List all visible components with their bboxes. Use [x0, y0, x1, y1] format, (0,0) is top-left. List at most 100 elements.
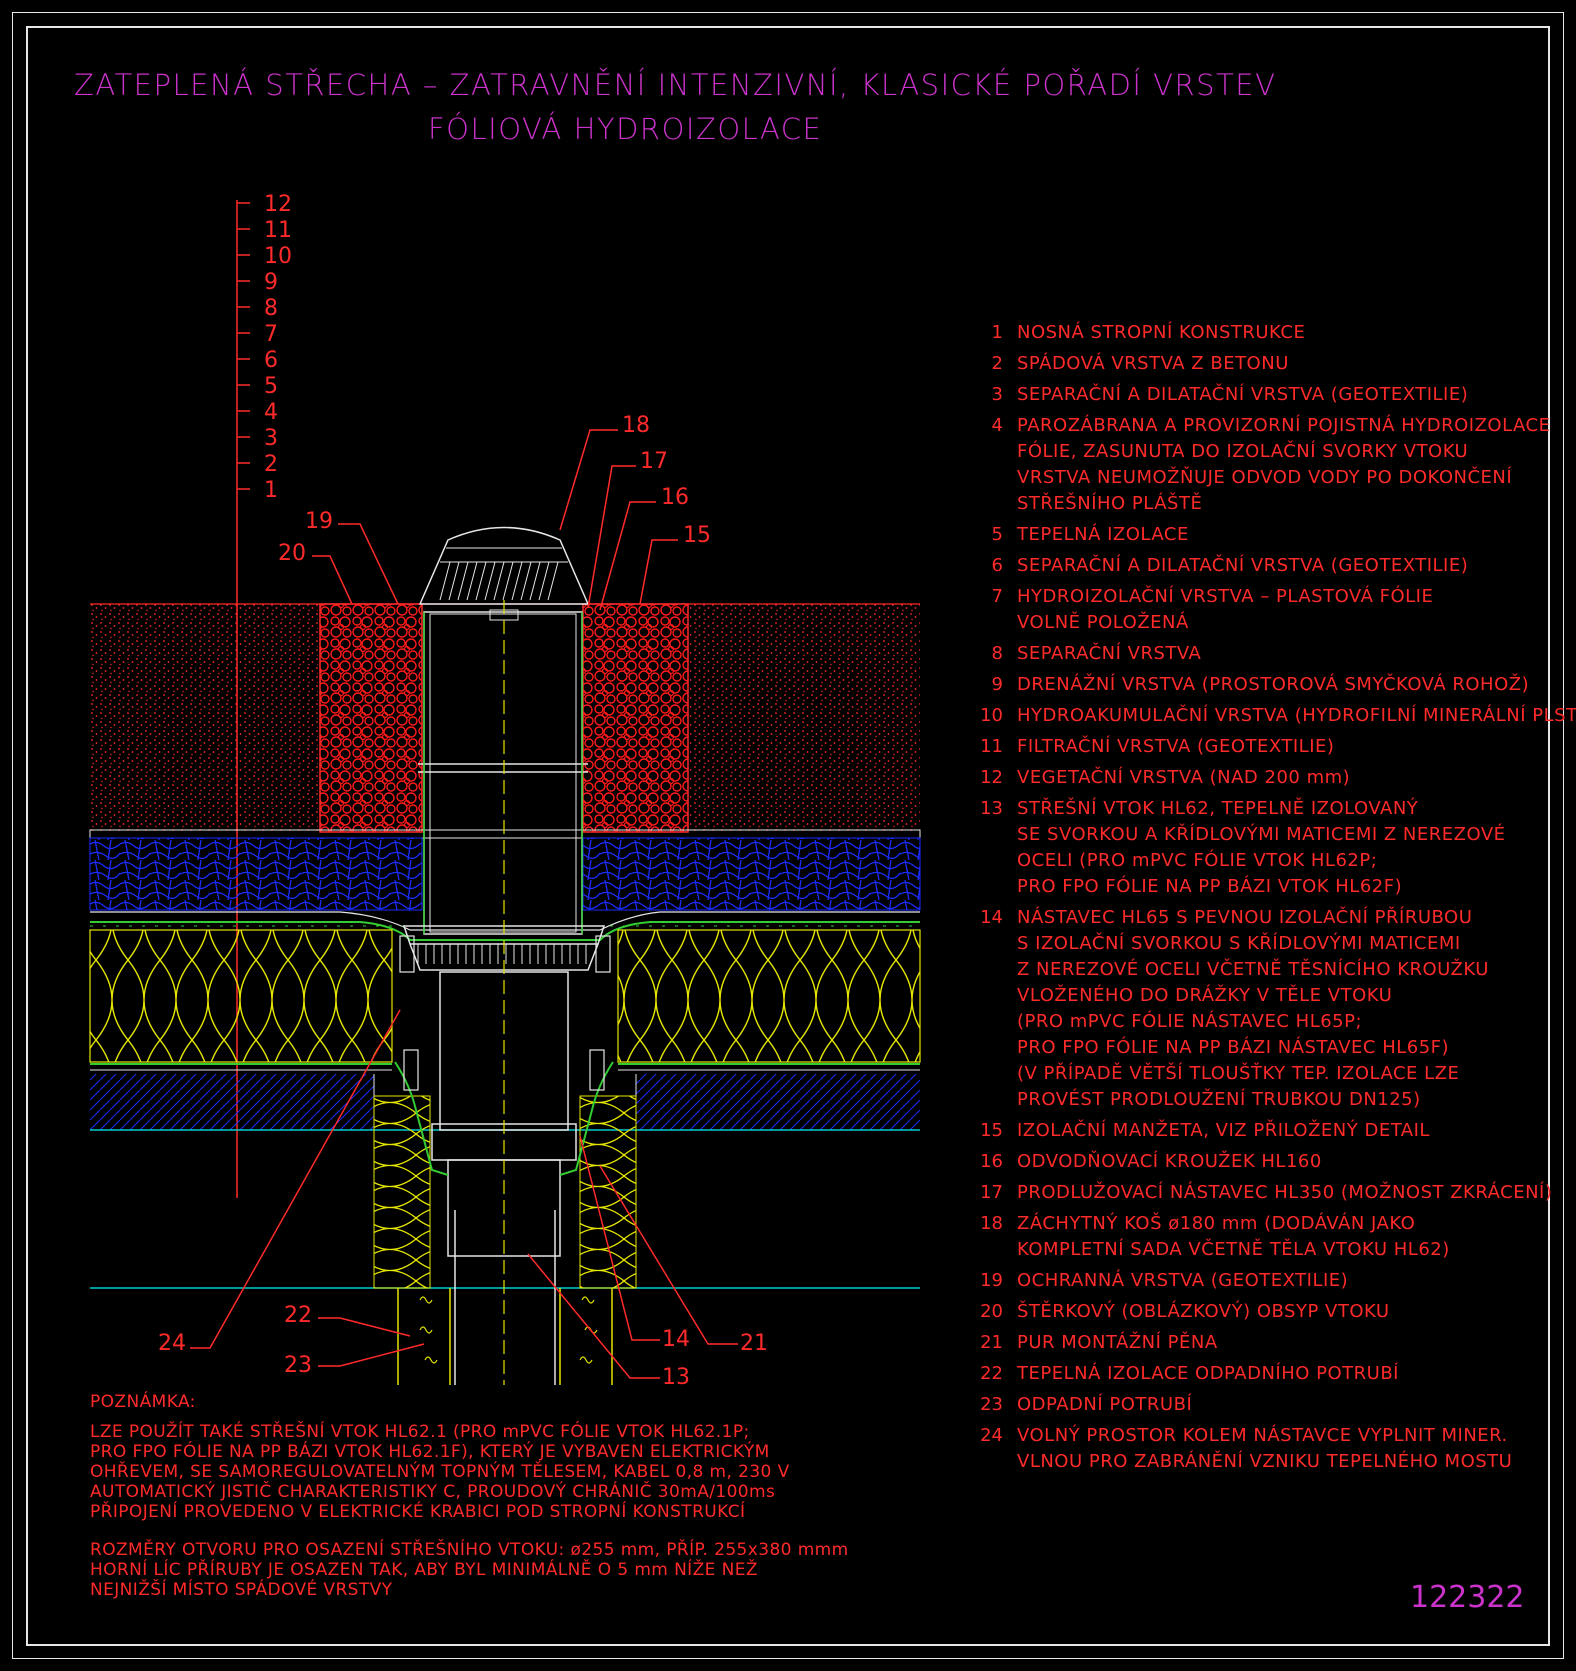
legend-text: (V PŘÍPADĚ VĚTŠÍ TLOUŠŤKY TEP. IZOLACE L…: [1017, 1063, 1460, 1084]
legend-text: OCHRANNÁ VRSTVA (GEOTEXTILIE): [1017, 1270, 1349, 1291]
legend-item-18: 18 ZÁCHYTNÝ KOŠ ø180 mm (DODÁVÁN JAKO KOMP…: [975, 1211, 1555, 1263]
legend-text: PUR MONTÁŽNÍ PĚNA: [1017, 1332, 1218, 1353]
layer-legend: 1 NOSNÁ STROPNÍ KONSTRUKCE 2 SPÁDOVÁ VRSTVA…: [975, 320, 1576, 1480]
drawing-subtitle: FÓLIOVÁ HYDROIZOLACE: [428, 112, 823, 146]
legend-text: ZÁCHYTNÝ KOŠ ø180 mm (DODÁVÁN JAKO: [1017, 1213, 1416, 1234]
callout-23: 23: [284, 1353, 312, 1378]
legend-number: 13: [980, 798, 1003, 819]
legend-number: 8: [991, 643, 1003, 664]
outer-frame: [12, 12, 1564, 1659]
legend-text: FÓLIE, ZASUNUTA DO IZOLAČNÍ SVORKY VTOKU: [1017, 441, 1469, 462]
legend-text: S IZOLAČNÍ SVORKOU S KŘÍDLOVÝMI MATICEMI: [1017, 933, 1461, 954]
mineral-wool-fill: [373, 1095, 637, 1289]
leaf-guard-dome: [418, 526, 590, 621]
legend-item-4: 4 PAROZÁBRANA A PROVIZORNÍ POJISTNÁ HYDRO…: [975, 413, 1555, 517]
legend-number: 2: [991, 353, 1003, 374]
legend-text: VOLNĚ POLOŽENÁ: [1017, 612, 1189, 633]
legend-text: ŠTĚRKOVÝ (OBLÁZKOVÝ) OBSYP VTOKU: [1017, 1301, 1390, 1322]
note-paragraph-1: LZE POUŽÍT TAKÉ STŘEŠNÍ VTOK HL62.1 (PRO…: [90, 1422, 790, 1522]
legend-text: ODPADNÍ POTRUBÍ: [1017, 1394, 1193, 1415]
inner-frame: [26, 26, 1550, 1646]
legend-text: PRO FPO FÓLIE NA PP BÁZI VTOK HL62F): [1017, 876, 1403, 897]
legend-number: 9: [991, 674, 1003, 695]
legend-number: 17: [980, 1182, 1003, 1203]
legend-number: 18: [980, 1213, 1003, 1234]
thermal-insulation: [89, 929, 921, 1063]
legend-number: 14: [980, 907, 1003, 928]
legend-number: 4: [991, 415, 1003, 436]
legend-item-24: 24 VOLNÝ PROSTOR KOLEM NÁSTAVCE VYPLNIT M…: [975, 1423, 1555, 1475]
waterproofing-membrane: [90, 911, 920, 941]
legend-item-6: 6 SEPARAČNÍ A DILATAČNÍ VRSTVA (GEOTEXTIL…: [975, 553, 1555, 579]
scale-label-4: 4: [264, 400, 278, 425]
legend-number: 24: [980, 1425, 1003, 1446]
callout-20: 20: [278, 541, 306, 566]
legend-text: STŘEŠNÍ VTOK HL62, TEPELNĚ IZOLOVANÝ: [1017, 798, 1419, 819]
scale-label-1: 1: [264, 478, 278, 503]
legend-text: STŘEŠNÍHO PLÁŠTĚ: [1017, 493, 1203, 514]
legend-text: IZOLAČNÍ MANŽETA, VIZ PŘILOŽENÝ DETAIL: [1017, 1120, 1430, 1141]
legend-item-1: 1 NOSNÁ STROPNÍ KONSTRUKCE: [975, 320, 1555, 346]
legend-number: 16: [980, 1151, 1003, 1172]
vapour-barrier: [90, 1063, 920, 1071]
note-paragraph-2: ROZMĚRY OTVORU PRO OSAZENÍ STŘEŠNÍHO VTO…: [90, 1540, 849, 1600]
callout-17: 17: [640, 449, 668, 474]
scale-label-2: 2: [264, 452, 278, 477]
callout-18: 18: [622, 413, 650, 438]
legend-text: VOLNÝ PROSTOR KOLEM NÁSTAVCE VYPLNIT MIN…: [1017, 1425, 1508, 1446]
legend-text: PRO FPO FÓLIE NA PP BÁZI NÁSTAVEC HL65F): [1017, 1037, 1450, 1058]
gravel-surround: [319, 603, 689, 833]
scale-label-3: 3: [264, 426, 278, 451]
legend-text: SPÁDOVÁ VRSTVA Z BETONU: [1017, 353, 1289, 374]
note-line: LZE POUŽÍT TAKÉ STŘEŠNÍ VTOK HL62.1 (PRO…: [90, 1422, 750, 1442]
note-line: OHŘEVEM, SE SAMOREGULOVATELNÝM TOPNÝM TĚ…: [90, 1462, 790, 1482]
legend-number: 3: [991, 384, 1003, 405]
concrete-slab: [90, 1074, 920, 1289]
legend-text: SEPARAČNÍ A DILATAČNÍ VRSTVA (GEOTEXTILI…: [1017, 555, 1469, 576]
scale-label-12: 12: [264, 192, 292, 217]
legend-text: DRENÁŽNÍ VRSTVA (PROSTOROVÁ SMYČKOVÁ ROH…: [1017, 674, 1530, 695]
legend-text: KOMPLETNÍ SADA VČETNĚ TĚLA VTOKU HL62): [1017, 1239, 1450, 1260]
filter-layer: [89, 829, 921, 839]
legend-text: PAROZÁBRANA A PROVIZORNÍ POJISTNÁ HYDROI…: [1017, 415, 1551, 436]
scale-label-8: 8: [264, 296, 278, 321]
legend-text: NÁSTAVEC HL65 S PEVNOU IZOLAČNÍ PŘÍRUBOU: [1017, 907, 1473, 928]
legend-text: NOSNÁ STROPNÍ KONSTRUKCE: [1017, 322, 1306, 343]
legend-number: 6: [991, 555, 1003, 576]
note-line: PŘIPOJENÍ PROVEDENO V ELEKTRICKÉ KRABICI…: [90, 1502, 746, 1522]
legend-number: 21: [980, 1332, 1003, 1353]
legend-number: 19: [980, 1270, 1003, 1291]
legend-number: 10: [980, 705, 1003, 726]
vegetation-layer: [90, 603, 920, 832]
legend-number: 1: [991, 322, 1003, 343]
note-line: NEJNIŽŠÍ MÍSTO SPÁDOVÉ VRSTVY: [90, 1580, 393, 1600]
callout-16: 16: [661, 485, 689, 510]
legend-text: SE SVORKOU A KŘÍDLOVÝMI MATICEMI Z NEREZ…: [1017, 824, 1506, 845]
drawing-title: ZATEPLENÁ STŘECHA – ZATRAVNĚNÍ INTENZIVN…: [74, 68, 1277, 102]
legend-text: TEPELNÁ IZOLACE ODPADNÍHO POTRUBÍ: [1017, 1363, 1399, 1384]
note-line: ROZMĚRY OTVORU PRO OSAZENÍ STŘEŠNÍHO VTO…: [90, 1540, 849, 1560]
waste-pipe: [397, 1210, 613, 1385]
scale-label-6: 6: [264, 348, 278, 373]
legend-text: VEGETAČNÍ VRSTVA (NAD 200 mm): [1017, 767, 1351, 788]
legend-item-14: 14 NÁSTAVEC HL65 S PEVNOU IZOLAČNÍ PŘÍRUB…: [975, 905, 1555, 1113]
legend-text: HYDROAKUMULAČNÍ VRSTVA (HYDROFILNÍ MINER…: [1017, 705, 1576, 726]
callout-21: 21: [740, 1331, 768, 1356]
legend-text: VRSTVA NEUMOŽŇUJE ODVOD VODY PO DOKONČEN…: [1017, 467, 1513, 488]
note-line: AUTOMATICKÝ JISTIČ CHARAKTERISTIKY C, PR…: [90, 1482, 776, 1502]
legend-number: 12: [980, 767, 1003, 788]
scale-label-5: 5: [264, 374, 278, 399]
callout-14: 14: [662, 1327, 690, 1352]
scale-label-9: 9: [264, 270, 278, 295]
